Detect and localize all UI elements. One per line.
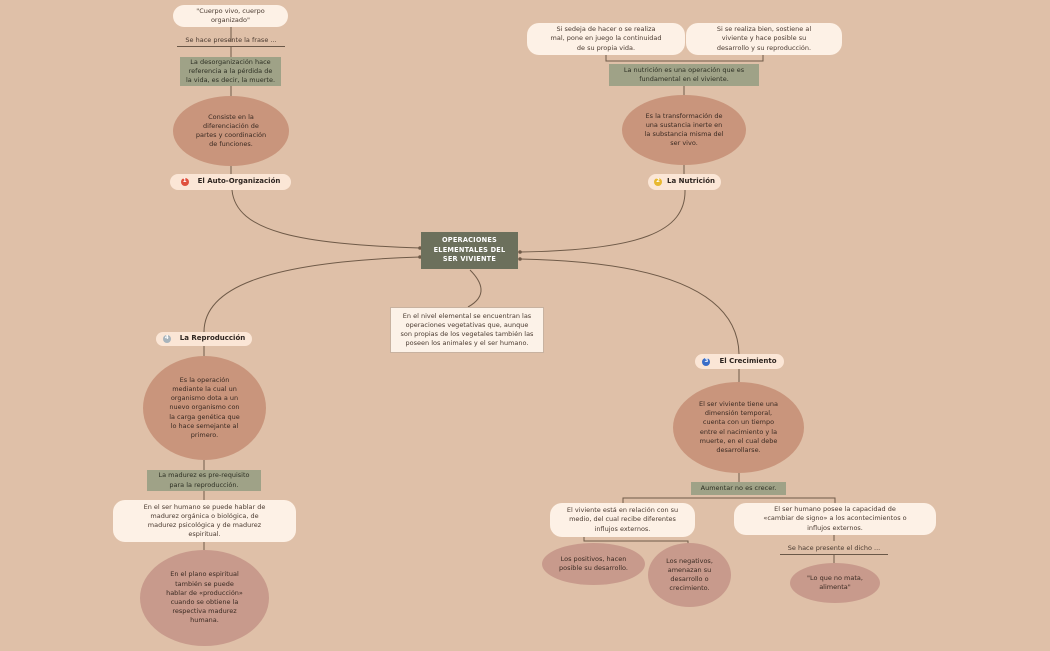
crecimiento-note: Aumentar no es crecer.	[691, 482, 786, 495]
nutricion-left: Si sedeja de hacer o se realiza mal, pon…	[527, 23, 685, 55]
reproduccion-definition: Es la operación mediante la cual un orga…	[143, 356, 266, 460]
crecimiento-quote: "Lo que no mata, alimenta"	[790, 563, 880, 603]
crecimiento-positivos: Los positivos, hacen posible su desarrol…	[542, 543, 645, 585]
auto-note: La desorganización hace referencia a la …	[180, 57, 281, 86]
reproduccion-label: La Reproducción	[179, 334, 246, 343]
auto-quote: "Cuerpo vivo, cuerpo organizado"	[173, 5, 288, 27]
crecimiento-left: El viviente está en relación con su medi…	[550, 503, 695, 537]
crecimiento-negativos: Los negativos, amenazan su desarrollo o …	[648, 543, 731, 607]
crecimiento-definition: El ser viviente tiene una dimensión temp…	[673, 382, 804, 473]
reproduccion-spiritual: En el plano espiritual también se puede …	[140, 550, 269, 646]
auto-definition: Consiste en la diferenciación de partes …	[173, 96, 289, 166]
branch-nutricion[interactable]: 2 La Nutrición	[648, 174, 721, 190]
number-4-icon: 4	[162, 335, 171, 343]
auto-label: El Auto-Organización	[197, 177, 281, 186]
crecimiento-dicho: Se hace presente el dicho ...	[780, 543, 888, 555]
number-2-icon: 2	[653, 178, 662, 186]
number-3-icon: 3	[702, 357, 711, 366]
reproduccion-note: La madurez es pre-requisito para la repr…	[147, 470, 261, 491]
nutricion-note: La nutrición es una operación que es fun…	[609, 64, 759, 86]
number-1-icon: 1	[180, 178, 189, 186]
nutricion-definition: Es la transformación de una sustancia in…	[622, 95, 746, 165]
central-note: En el nivel elemental se encuentran las …	[390, 307, 544, 353]
branch-crecimiento[interactable]: 3 El Crecimiento	[695, 354, 784, 369]
nutricion-label: La Nutrición	[666, 177, 715, 186]
crecimiento-right: El ser humano posee la capacidad de «cam…	[734, 503, 936, 535]
crecimiento-label: El Crecimiento	[719, 356, 777, 365]
nutricion-right: Si se realiza bien, sostiene al viviente…	[686, 23, 842, 55]
reproduccion-detail: En el ser humano se puede hablar de madu…	[113, 500, 296, 542]
branch-reproduccion[interactable]: 4 La Reproducción	[156, 332, 252, 346]
branch-auto-organizacion[interactable]: 1 El Auto-Organización	[170, 174, 291, 190]
central-topic[interactable]: OPERACIONES ELEMENTALES DEL SER VIVIENTE	[421, 232, 518, 269]
auto-phrase: Se hace presente la frase ...	[177, 35, 285, 47]
